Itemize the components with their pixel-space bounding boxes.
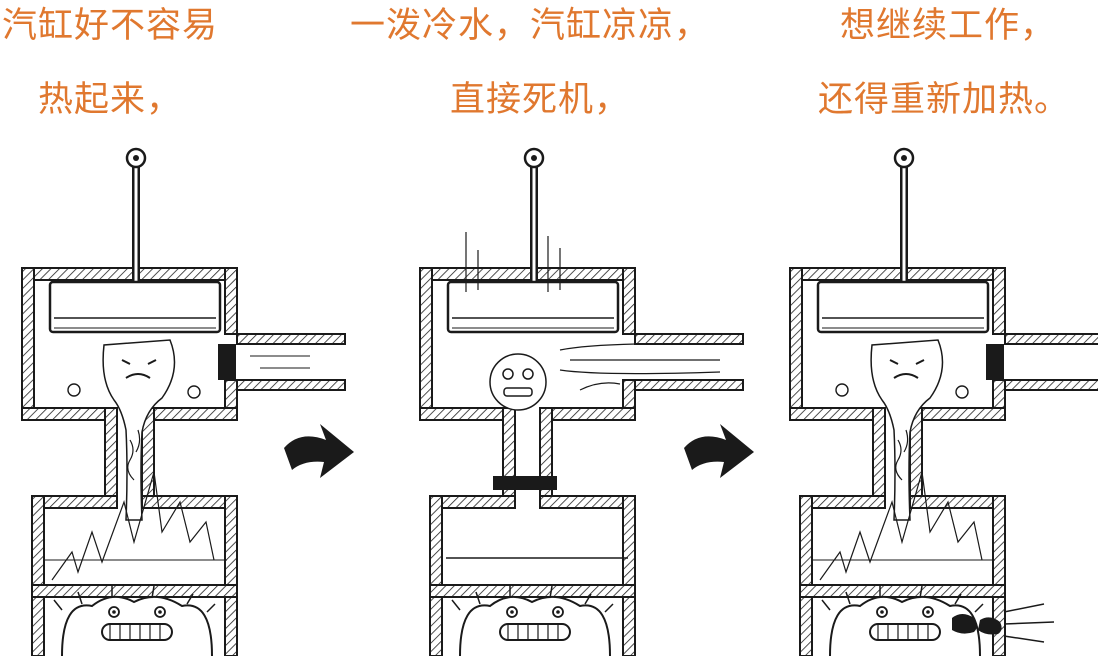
panel3-caption-line1: 想继续工作， <box>840 6 1057 46</box>
panel1-caption-line2: 热起来， <box>38 80 183 120</box>
panel3-caption-line2: 还得重新加热。 <box>818 80 1071 120</box>
panel2-caption-line2: 直接死机， <box>450 80 631 120</box>
arrow-right-icon <box>684 424 754 478</box>
panel2-neck-block <box>493 476 557 490</box>
panel3-engine <box>790 149 1098 656</box>
panel1-caption-line1: 汽缸好不容易 <box>2 6 219 46</box>
panel2-caption-line1: 一泼冷水，汽缸凉凉， <box>350 6 711 46</box>
panel1-engine <box>22 149 345 656</box>
panel2-engine <box>420 149 743 656</box>
panel1-pipe-valve <box>218 344 236 380</box>
panel3-pipe-valve <box>986 344 1004 380</box>
arrow-right-icon <box>284 424 354 478</box>
